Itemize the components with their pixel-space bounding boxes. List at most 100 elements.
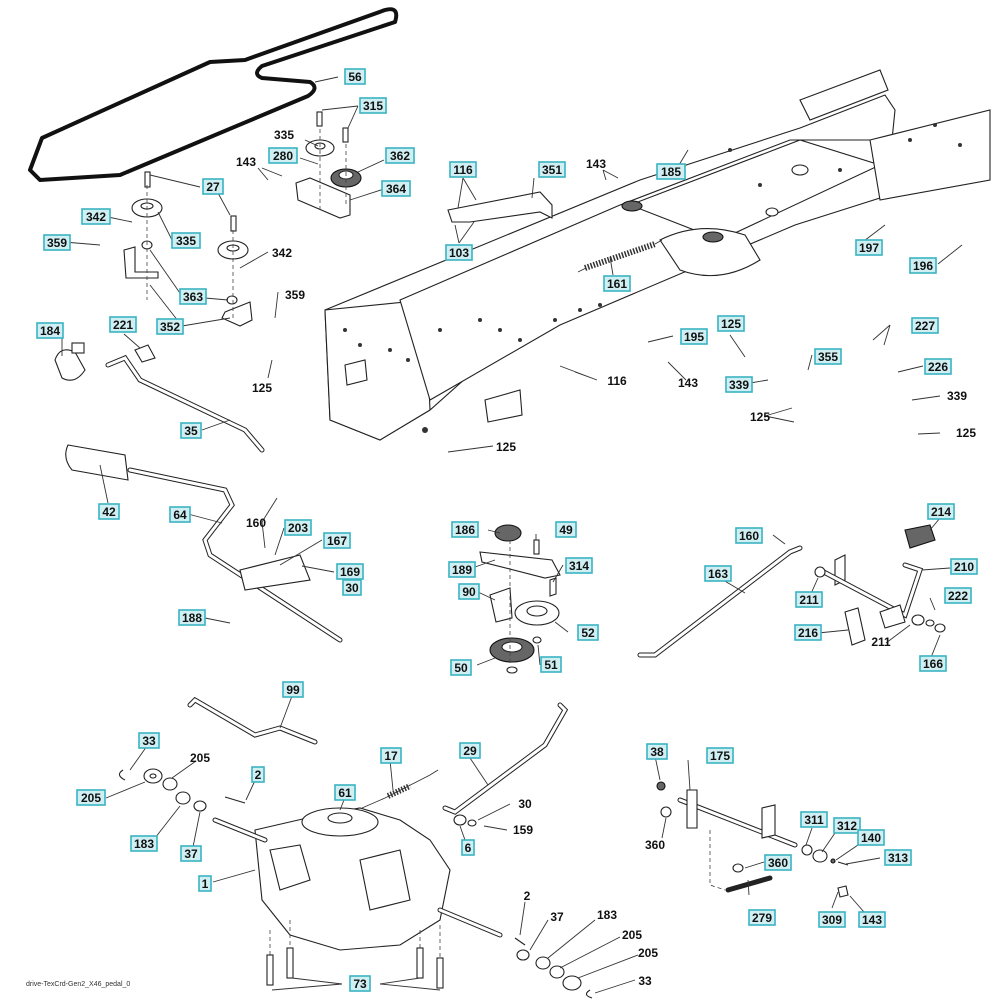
callout-355[interactable]: 355 bbox=[814, 348, 842, 365]
callout-51[interactable]: 51 bbox=[540, 656, 562, 673]
callout-309[interactable]: 309 bbox=[818, 911, 846, 928]
callout-352[interactable]: 352 bbox=[156, 318, 184, 335]
callout-116-lower[interactable]: 116 bbox=[607, 374, 627, 388]
callout-29[interactable]: 29 bbox=[459, 742, 481, 759]
callout-103[interactable]: 103 bbox=[445, 244, 473, 261]
callout-64[interactable]: 64 bbox=[169, 506, 191, 523]
callout-364[interactable]: 364 bbox=[381, 180, 411, 197]
callout-143-mid[interactable]: 143 bbox=[586, 157, 606, 171]
callout-61[interactable]: 61 bbox=[334, 784, 356, 801]
callout-211-boxed[interactable]: 211 bbox=[795, 591, 823, 608]
callout-335-lower[interactable]: 335 bbox=[171, 232, 201, 249]
callout-205-plain-2[interactable]: 205 bbox=[638, 946, 658, 960]
callout-360-boxed[interactable]: 360 bbox=[764, 854, 792, 871]
callout-166[interactable]: 166 bbox=[919, 655, 947, 672]
callout-214[interactable]: 214 bbox=[927, 503, 955, 520]
callout-125-right[interactable]: 125 bbox=[956, 426, 976, 440]
callout-335-upper[interactable]: 335 bbox=[274, 128, 294, 142]
callout-339-boxed[interactable]: 339 bbox=[725, 376, 753, 393]
callout-205-plain-left[interactable]: 205 bbox=[190, 751, 210, 765]
callout-143-boxed[interactable]: 143 bbox=[858, 911, 886, 928]
callout-6[interactable]: 6 bbox=[461, 839, 475, 856]
callout-37-plain[interactable]: 37 bbox=[550, 910, 564, 924]
callout-37-boxed[interactable]: 37 bbox=[180, 845, 202, 862]
callout-211-plain[interactable]: 211 bbox=[871, 635, 891, 649]
callout-30-plain[interactable]: 30 bbox=[518, 797, 532, 811]
callout-169[interactable]: 169 bbox=[336, 563, 364, 580]
callout-49[interactable]: 49 bbox=[555, 521, 577, 538]
callout-35[interactable]: 35 bbox=[180, 422, 202, 439]
callout-188[interactable]: 188 bbox=[178, 609, 206, 626]
callout-33-left[interactable]: 33 bbox=[138, 732, 160, 749]
callout-279[interactable]: 279 bbox=[748, 909, 776, 926]
callout-30-boxed[interactable]: 30 bbox=[342, 579, 362, 596]
callout-175[interactable]: 175 bbox=[706, 747, 734, 764]
callout-227[interactable]: 227 bbox=[911, 317, 939, 334]
callout-280[interactable]: 280 bbox=[268, 147, 298, 164]
callout-359-left[interactable]: 359 bbox=[43, 234, 71, 251]
callout-363[interactable]: 363 bbox=[179, 288, 207, 305]
callout-99[interactable]: 99 bbox=[282, 681, 304, 698]
callout-205-plain-1[interactable]: 205 bbox=[622, 928, 642, 942]
callout-33-right[interactable]: 33 bbox=[638, 974, 652, 988]
callout-125-boxed[interactable]: 125 bbox=[717, 315, 745, 332]
callout-339-plain[interactable]: 339 bbox=[947, 389, 967, 403]
callout-184[interactable]: 184 bbox=[36, 322, 64, 339]
svg-text:38: 38 bbox=[650, 745, 664, 759]
callout-197[interactable]: 197 bbox=[855, 239, 883, 256]
callout-195[interactable]: 195 bbox=[680, 328, 708, 345]
callout-185[interactable]: 185 bbox=[656, 163, 686, 180]
callout-313[interactable]: 313 bbox=[884, 849, 912, 866]
callout-2-boxed[interactable]: 2 bbox=[251, 766, 265, 783]
callout-196[interactable]: 196 bbox=[909, 257, 937, 274]
callout-50[interactable]: 50 bbox=[450, 659, 472, 676]
callout-27[interactable]: 27 bbox=[202, 178, 224, 195]
callout-312[interactable]: 312 bbox=[833, 817, 861, 834]
callout-226[interactable]: 226 bbox=[924, 358, 952, 375]
callout-311[interactable]: 311 bbox=[800, 811, 828, 828]
callout-52[interactable]: 52 bbox=[577, 624, 599, 641]
callout-359-right[interactable]: 359 bbox=[285, 288, 305, 302]
callout-2-plain[interactable]: 2 bbox=[524, 889, 531, 903]
svg-text:311: 311 bbox=[804, 813, 824, 827]
callout-143-lower[interactable]: 143 bbox=[678, 376, 698, 390]
callout-221[interactable]: 221 bbox=[109, 316, 137, 333]
callout-160-boxed[interactable]: 160 bbox=[735, 527, 763, 544]
callout-38[interactable]: 38 bbox=[646, 743, 668, 760]
callout-216[interactable]: 216 bbox=[794, 624, 822, 641]
callout-140[interactable]: 140 bbox=[857, 829, 885, 846]
callout-205-boxed[interactable]: 205 bbox=[76, 789, 106, 806]
callout-125-left[interactable]: 125 bbox=[252, 381, 272, 395]
callout-56[interactable]: 56 bbox=[344, 68, 366, 85]
callout-90[interactable]: 90 bbox=[458, 583, 480, 600]
callout-314[interactable]: 314 bbox=[565, 557, 593, 574]
callout-362[interactable]: 362 bbox=[385, 147, 415, 164]
callout-342-right[interactable]: 342 bbox=[272, 246, 292, 260]
callout-160-plain[interactable]: 160 bbox=[246, 516, 266, 530]
callout-73[interactable]: 73 bbox=[349, 975, 371, 992]
callout-186[interactable]: 186 bbox=[451, 521, 479, 538]
callout-125-frame[interactable]: 125 bbox=[496, 440, 516, 454]
callout-116-upper[interactable]: 116 bbox=[449, 161, 477, 178]
callout-203[interactable]: 203 bbox=[284, 519, 312, 536]
callout-183-boxed[interactable]: 183 bbox=[130, 835, 158, 852]
callout-167[interactable]: 167 bbox=[323, 532, 351, 549]
callout-42[interactable]: 42 bbox=[98, 503, 120, 520]
callout-342-left[interactable]: 342 bbox=[81, 208, 111, 225]
callout-210[interactable]: 210 bbox=[950, 558, 978, 575]
callout-183-plain[interactable]: 183 bbox=[597, 908, 617, 922]
callout-360-plain[interactable]: 360 bbox=[645, 838, 665, 852]
callout-163[interactable]: 163 bbox=[704, 565, 732, 582]
svg-text:195: 195 bbox=[684, 330, 704, 344]
callout-351[interactable]: 351 bbox=[538, 161, 566, 178]
callout-222[interactable]: 222 bbox=[944, 587, 972, 604]
callout-159[interactable]: 159 bbox=[513, 823, 533, 837]
callout-17[interactable]: 17 bbox=[380, 747, 402, 764]
callout-189[interactable]: 189 bbox=[448, 561, 476, 578]
callout-125-mid[interactable]: 125 bbox=[750, 410, 770, 424]
svg-text:197: 197 bbox=[859, 241, 879, 255]
callout-143-upper[interactable]: 143 bbox=[236, 155, 256, 169]
callout-1[interactable]: 1 bbox=[198, 875, 212, 892]
callout-315[interactable]: 315 bbox=[359, 97, 387, 114]
callout-161[interactable]: 161 bbox=[603, 275, 631, 292]
